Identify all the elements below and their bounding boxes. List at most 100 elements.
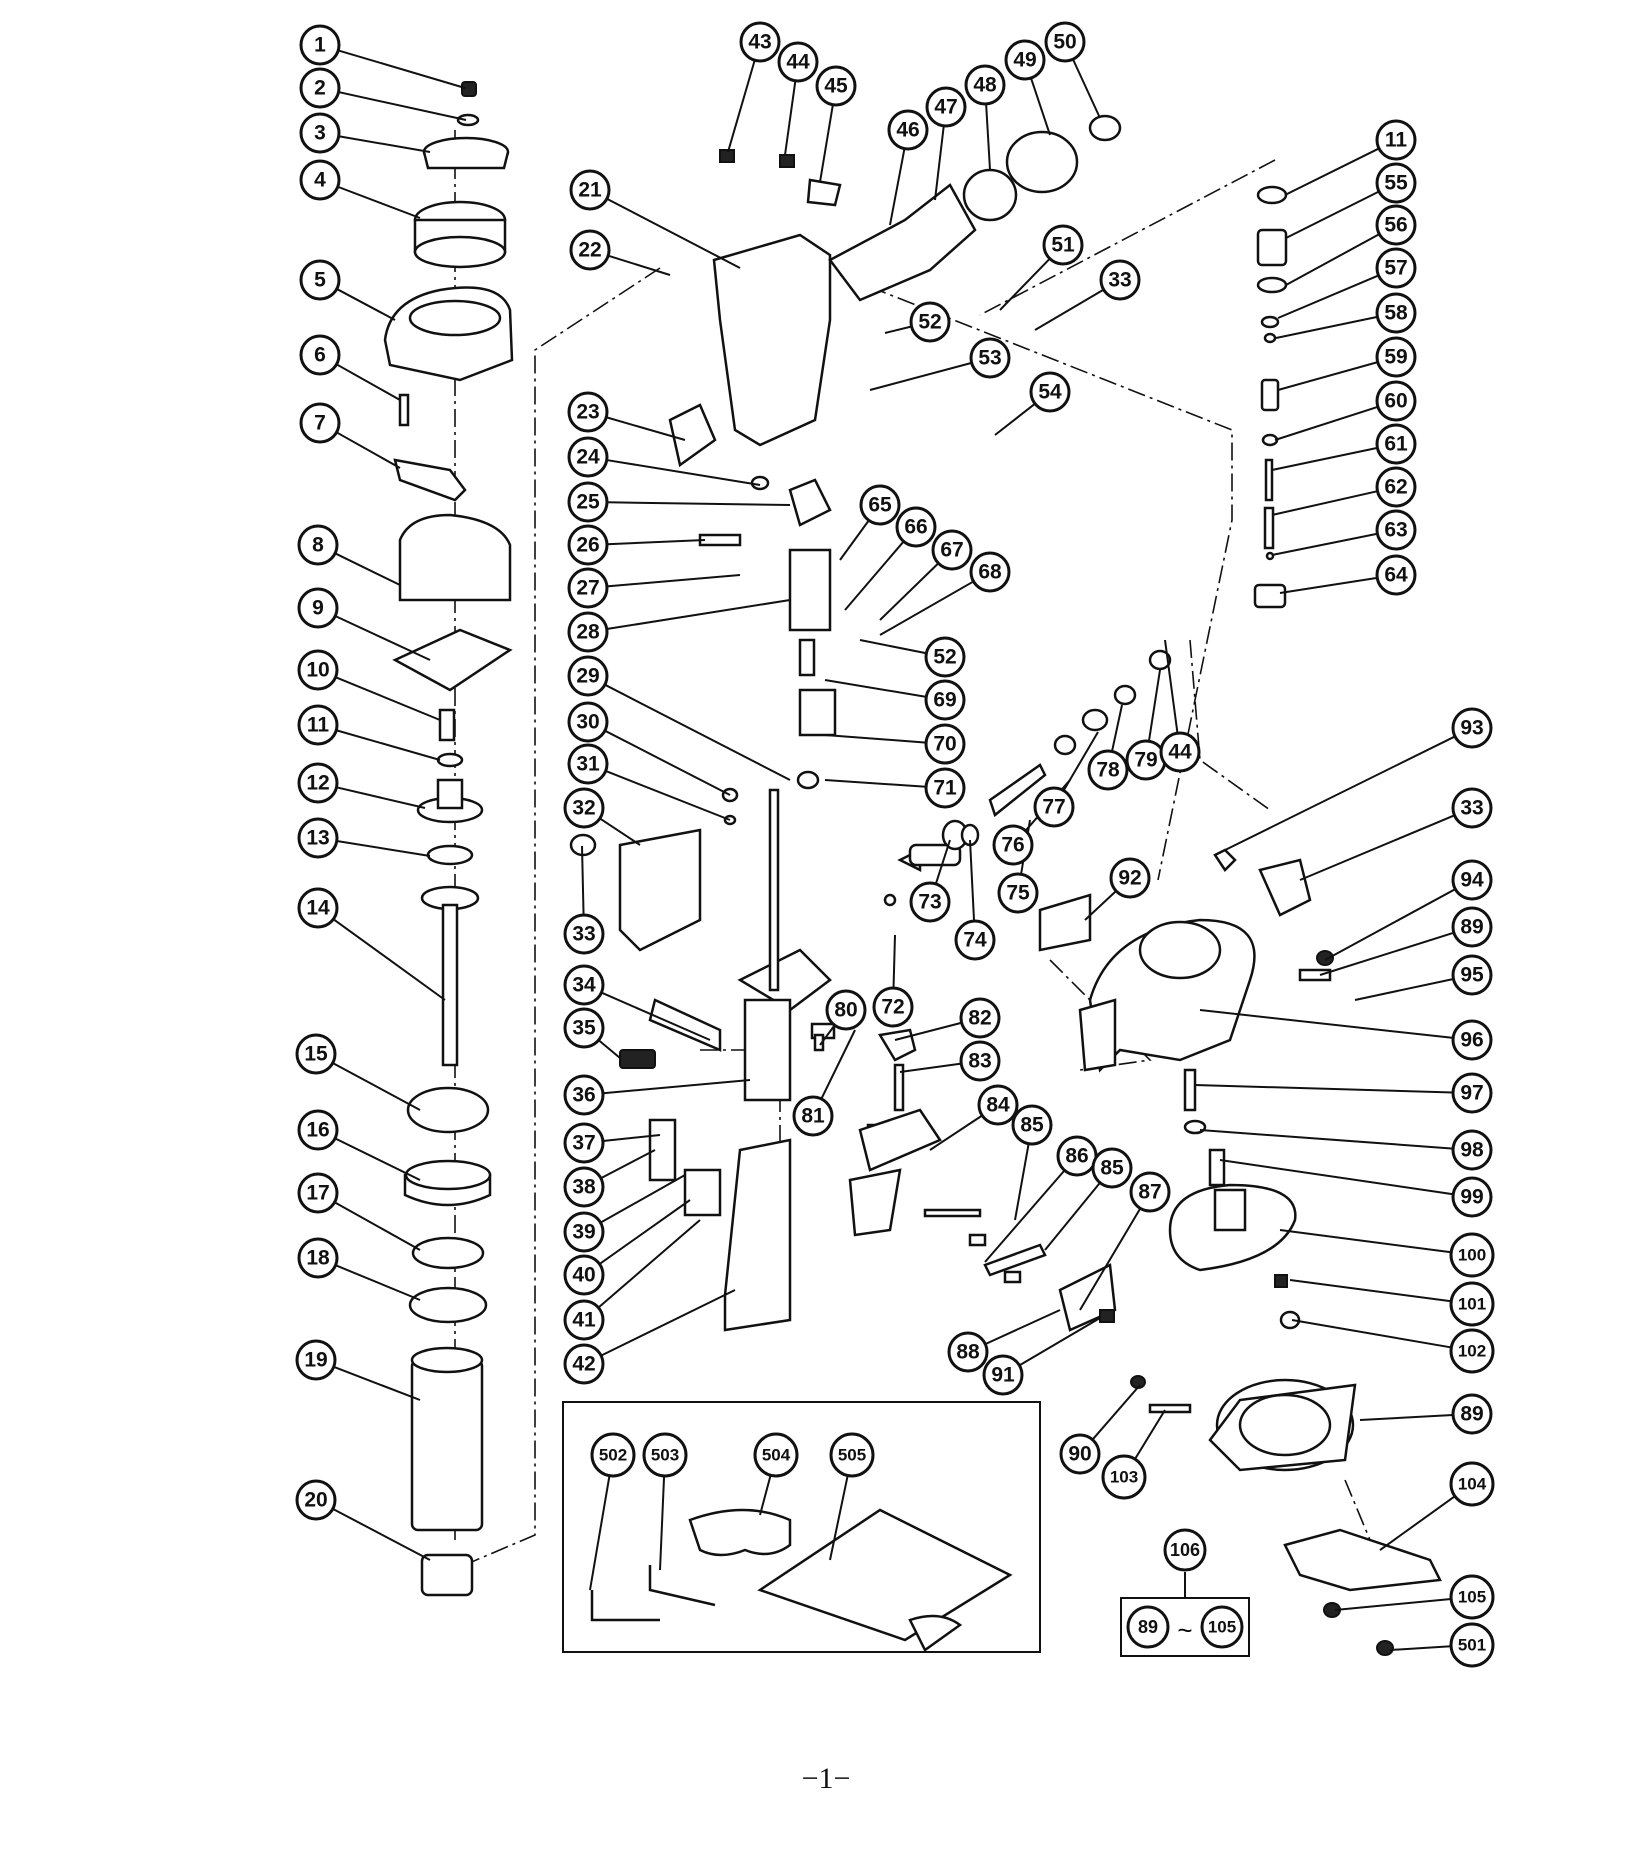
leader-line-26 bbox=[606, 539, 706, 546]
leader-line-67 bbox=[879, 562, 940, 621]
callout-28: 28 bbox=[567, 611, 609, 653]
callout-circle bbox=[1029, 371, 1071, 413]
callout-circle bbox=[924, 723, 966, 765]
callout-circle bbox=[1375, 119, 1417, 161]
callout-number: 504 bbox=[762, 1446, 791, 1465]
callout-33: 33 bbox=[1451, 787, 1493, 829]
callout-number: 6 bbox=[314, 344, 326, 367]
callout-number: 49 bbox=[1013, 49, 1036, 72]
leader-line-68 bbox=[879, 580, 975, 636]
callout-number: 62 bbox=[1384, 476, 1407, 499]
callout-number: 87 bbox=[1138, 1181, 1161, 1204]
callout-number: 27 bbox=[576, 577, 599, 600]
callout-circle bbox=[563, 964, 605, 1006]
callout-58: 58 bbox=[1375, 292, 1417, 334]
set-range-separator: ~ bbox=[1177, 1615, 1192, 1645]
callout-circle bbox=[872, 986, 914, 1028]
callout-circle bbox=[1087, 749, 1129, 791]
callout-circle bbox=[295, 1479, 337, 1521]
leader-line-52 bbox=[884, 325, 912, 334]
leader-line-11 bbox=[1284, 147, 1380, 196]
callout-circle bbox=[1004, 39, 1046, 81]
leader-line-7 bbox=[336, 431, 401, 469]
leader-line-97 bbox=[1194, 1084, 1454, 1094]
callout-number: 44 bbox=[1168, 741, 1192, 764]
callout-circle bbox=[1091, 1147, 1133, 1189]
callout-circle bbox=[1375, 162, 1417, 204]
callout-circle bbox=[563, 1254, 605, 1296]
callout-33: 33 bbox=[563, 913, 605, 955]
leader-line-503 bbox=[659, 1475, 666, 1571]
callout-circle bbox=[777, 41, 819, 83]
callout-number: 92 bbox=[1118, 867, 1141, 890]
callout-number: 502 bbox=[599, 1446, 627, 1465]
leader-line-47 bbox=[934, 125, 945, 201]
callout-67: 67 bbox=[931, 529, 973, 571]
callout-21: 21 bbox=[569, 169, 611, 211]
callout-number: 14 bbox=[306, 897, 330, 920]
callout-97: 97 bbox=[1451, 1072, 1493, 1114]
callout-circle bbox=[1059, 1433, 1101, 1475]
leader-line-69 bbox=[824, 679, 927, 698]
callout-circle bbox=[954, 919, 996, 961]
leader-line-89 bbox=[1319, 931, 1455, 976]
leader-line-101 bbox=[1289, 1279, 1452, 1303]
callout-80: 80 bbox=[825, 989, 867, 1031]
leader-line-38 bbox=[600, 1149, 656, 1180]
callout-number: 32 bbox=[572, 797, 595, 820]
leader-line-73 bbox=[934, 839, 951, 885]
callout-84: 84 bbox=[977, 1084, 1019, 1126]
callout-circle bbox=[563, 1211, 605, 1253]
callout-circle bbox=[299, 259, 341, 301]
leader-line-81 bbox=[820, 1029, 856, 1100]
callout-83: 83 bbox=[959, 1040, 1001, 1082]
leader-line-23 bbox=[605, 416, 686, 441]
leader-line-51 bbox=[999, 257, 1051, 311]
callout-circle bbox=[1451, 1129, 1493, 1171]
callout-number: 23 bbox=[576, 401, 599, 424]
callout-circle bbox=[1375, 247, 1417, 289]
callout-circle bbox=[739, 21, 781, 63]
leader-line-93 bbox=[1214, 735, 1456, 856]
callout-circle bbox=[299, 112, 341, 154]
callout-59: 59 bbox=[1375, 336, 1417, 378]
callout-81: 81 bbox=[792, 1095, 834, 1137]
callout-52: 52 bbox=[924, 636, 966, 678]
callout-55: 55 bbox=[1375, 162, 1417, 204]
leader-line-94 bbox=[1324, 888, 1456, 961]
callout-circle bbox=[297, 587, 339, 629]
callout-circle bbox=[642, 1432, 688, 1478]
callout-number: 71 bbox=[933, 777, 957, 800]
callout-8: 8 bbox=[297, 524, 339, 566]
callout-35: 35 bbox=[563, 1007, 605, 1049]
callout-number: 64 bbox=[1384, 564, 1408, 587]
callout-number: 11 bbox=[307, 714, 330, 737]
callout-circle bbox=[563, 913, 605, 955]
callout-96: 96 bbox=[1451, 1019, 1493, 1061]
callout-number: 65 bbox=[868, 494, 892, 517]
callout-503: 503 bbox=[642, 1432, 688, 1478]
callout-number: 85 bbox=[1100, 1157, 1124, 1180]
callout-number: 31 bbox=[576, 753, 600, 776]
callout-circle bbox=[569, 169, 611, 211]
callout-number: 19 bbox=[304, 1349, 327, 1372]
callout-103: 103 bbox=[1101, 1454, 1147, 1500]
leader-line-61 bbox=[1271, 446, 1378, 471]
leader-line-28 bbox=[606, 599, 791, 631]
part-callouts: 1234567891011121314151617181920212223242… bbox=[295, 21, 1495, 1668]
callout-circle bbox=[959, 997, 1001, 1039]
callout-number: 10 bbox=[306, 659, 329, 682]
callout-93: 93 bbox=[1451, 707, 1493, 749]
callout-circle bbox=[1449, 1574, 1495, 1620]
callout-number: 29 bbox=[576, 665, 599, 688]
callout-number: 13 bbox=[306, 827, 329, 850]
callout-circle bbox=[925, 86, 967, 128]
callout-502: 502 bbox=[590, 1432, 636, 1478]
callout-circle bbox=[1451, 1019, 1493, 1061]
middle-column-parts bbox=[569, 114, 1122, 1332]
svg-text:89: 89 bbox=[1138, 1617, 1158, 1637]
callout-87: 87 bbox=[1129, 1171, 1171, 1213]
callout-number: 103 bbox=[1110, 1468, 1138, 1487]
callout-number: 58 bbox=[1384, 302, 1408, 325]
leader-line-58 bbox=[1275, 315, 1378, 339]
